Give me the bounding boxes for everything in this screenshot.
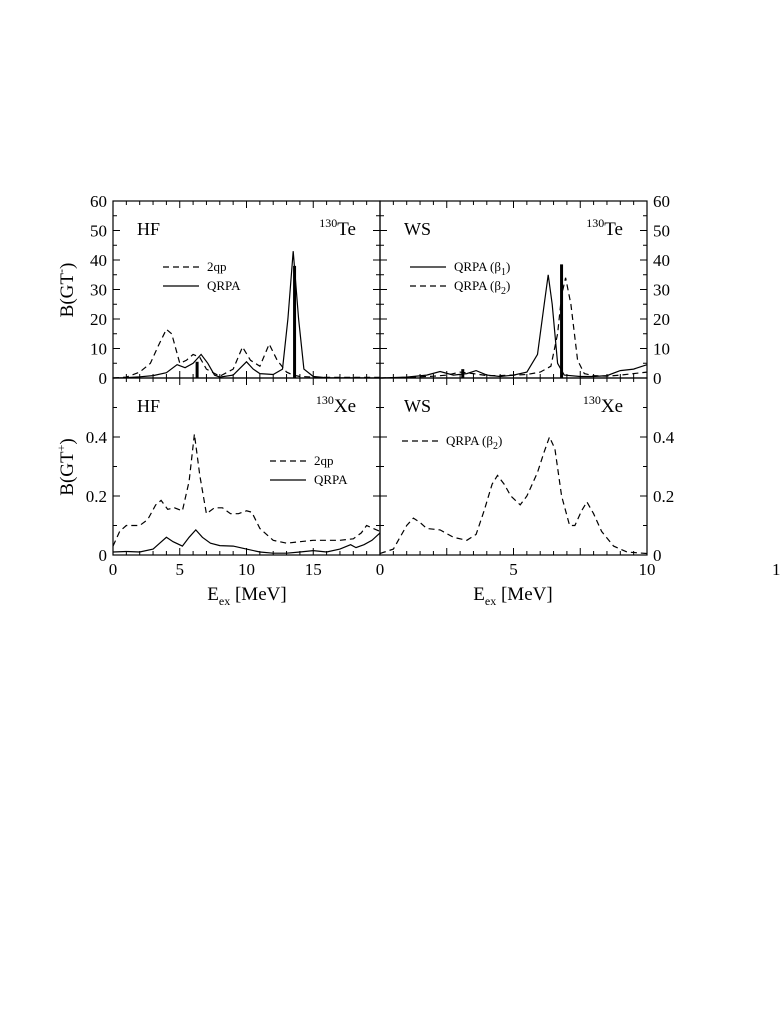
- y-axis-title-top: B(GT-): [54, 263, 78, 318]
- series-line-dashed: [112, 328, 380, 379]
- y-tick-label: 40: [90, 251, 107, 270]
- y-tick-label: 20: [653, 310, 670, 329]
- x-tick-label-left: 10: [238, 560, 255, 579]
- y-tick-label: 10: [90, 340, 107, 359]
- x-tick-label-right: 5: [509, 560, 518, 579]
- legend-entry-label: QRPA (β1): [454, 259, 510, 278]
- y-tick-label: 0.2: [653, 487, 674, 506]
- series-line-solid: [379, 274, 648, 379]
- series-line-dashed: [112, 434, 381, 547]
- x-tick-label-left: 15: [305, 560, 322, 579]
- y-tick-label: 0: [653, 546, 662, 565]
- nucleus-label: 130Te: [319, 216, 356, 240]
- series-line-solid: [112, 251, 381, 379]
- legend-entry-label: QRPA: [207, 278, 241, 293]
- y-tick-label: 50: [90, 222, 107, 241]
- series-line-dashed: [379, 435, 648, 555]
- y-tick-label: 0.4: [653, 428, 675, 447]
- nucleus-label: 130Xe: [316, 393, 356, 417]
- legend-entry-label: 2qp: [207, 259, 227, 274]
- y-tick-label: 30: [90, 281, 107, 300]
- nucleus-label: 130Te: [586, 216, 623, 240]
- y-tick-label: 60: [653, 192, 670, 211]
- legend-entry-label: QRPA (β2): [446, 433, 502, 452]
- series-line-dashed: [379, 277, 648, 379]
- x-axis-title-left: Eex [MeV]: [207, 584, 286, 608]
- panel-method-label: WS: [404, 219, 431, 239]
- y-tick-label: 0: [653, 369, 662, 388]
- y-tick-label: 50: [653, 222, 670, 241]
- x-tick-label-left: 5: [176, 560, 185, 579]
- series-line-solid: [112, 529, 381, 554]
- y-tick-label: 10: [653, 340, 670, 359]
- y-tick-label: 0: [99, 369, 108, 388]
- legend-entry-label: QRPA (β2): [454, 278, 510, 297]
- y-axis-title-bottom: B(GT+): [54, 438, 78, 495]
- x-tick-label-left: 0: [109, 560, 118, 579]
- legend-entry-label: QRPA: [314, 472, 348, 487]
- x-tick-label-right: 0: [376, 560, 385, 579]
- panel-method-label: HF: [137, 219, 160, 239]
- nucleus-label: 130Xe: [583, 393, 623, 417]
- y-tick-label: 20: [90, 310, 107, 329]
- y-tick-label: 0: [99, 546, 108, 565]
- y-tick-label: 60: [90, 192, 107, 211]
- legend-entry-label: 2qp: [314, 453, 334, 468]
- x-axis: 05101505101520: [109, 560, 781, 579]
- x-tick-label-right: 10: [639, 560, 656, 579]
- x-axis-title-right: Eex [MeV]: [473, 584, 552, 608]
- y-tick-label: 0.4: [86, 428, 108, 447]
- panel-method-label: HF: [137, 396, 160, 416]
- panel-method-label: WS: [404, 396, 431, 416]
- y-tick-label: 30: [653, 281, 670, 300]
- x-tick-label-right: 15: [772, 560, 781, 579]
- y-tick-label: 0.2: [86, 487, 107, 506]
- y-tick-label: 40: [653, 251, 670, 270]
